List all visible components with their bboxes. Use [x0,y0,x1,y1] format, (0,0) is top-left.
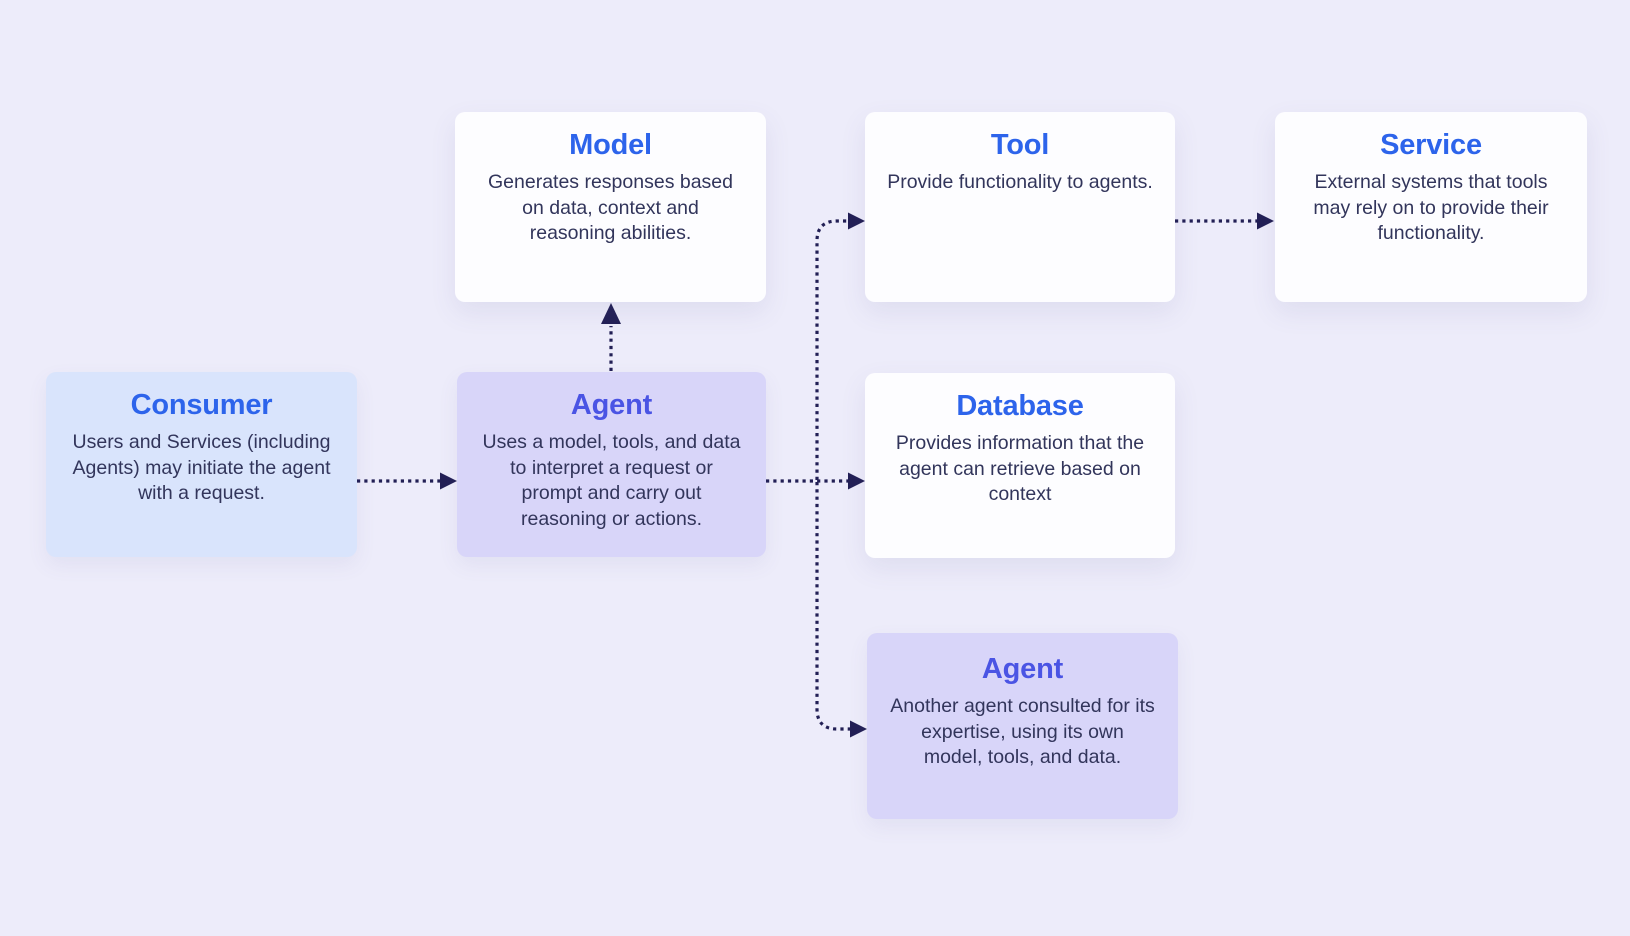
arrowhead-up-icon [601,303,621,324]
node-title: Service [1380,129,1482,161]
node-body: External systems that tools may rely on … [1313,171,1549,245]
edge-agent-tool [815,212,865,480]
arrowhead-right-icon [848,472,865,490]
edge-line [815,482,850,731]
node-agent-consulted: Agent Another agent consulted for its ex… [867,633,1178,819]
edge-tool-service [1175,212,1274,230]
node-agent: Agent Uses a model, tools, and data to i… [457,372,766,557]
node-title: Agent [570,389,653,421]
node-title: Consumer [130,389,273,421]
arrowhead-right-icon [850,720,867,738]
node-body: Users and Services (including Agents) ma… [72,431,331,505]
node-model: Model Generates responses based on data,… [455,112,766,302]
edge-consumer-agent [357,472,457,490]
arrowhead-right-icon [1257,212,1274,230]
node-body: Provides information that the agent can … [895,432,1145,506]
node-title: Tool [990,129,1050,161]
node-body: Uses a model, tools, and data to interpr… [482,431,741,530]
node-database: Database Provides information that the a… [865,373,1175,558]
edge-line [815,219,848,480]
edge-agent-database [766,472,865,490]
node-service: Service External systems that tools may … [1275,112,1587,302]
edge-agent-agent2 [815,482,867,738]
edge-agent-model [601,303,621,371]
node-consumer: Consumer Users and Services (including A… [46,372,357,557]
node-body: Generates responses based on data, conte… [488,171,733,245]
node-body: Another agent consulted for its expertis… [890,695,1155,769]
node-title: Agent [981,653,1064,685]
arrowhead-right-icon [848,212,865,230]
arrowhead-right-icon [440,472,457,490]
node-title: Model [569,129,652,161]
node-title: Database [956,390,1084,422]
node-body: Provide functionality to agents. [887,171,1153,194]
node-tool: Tool Provide functionality to agents. [865,112,1175,302]
